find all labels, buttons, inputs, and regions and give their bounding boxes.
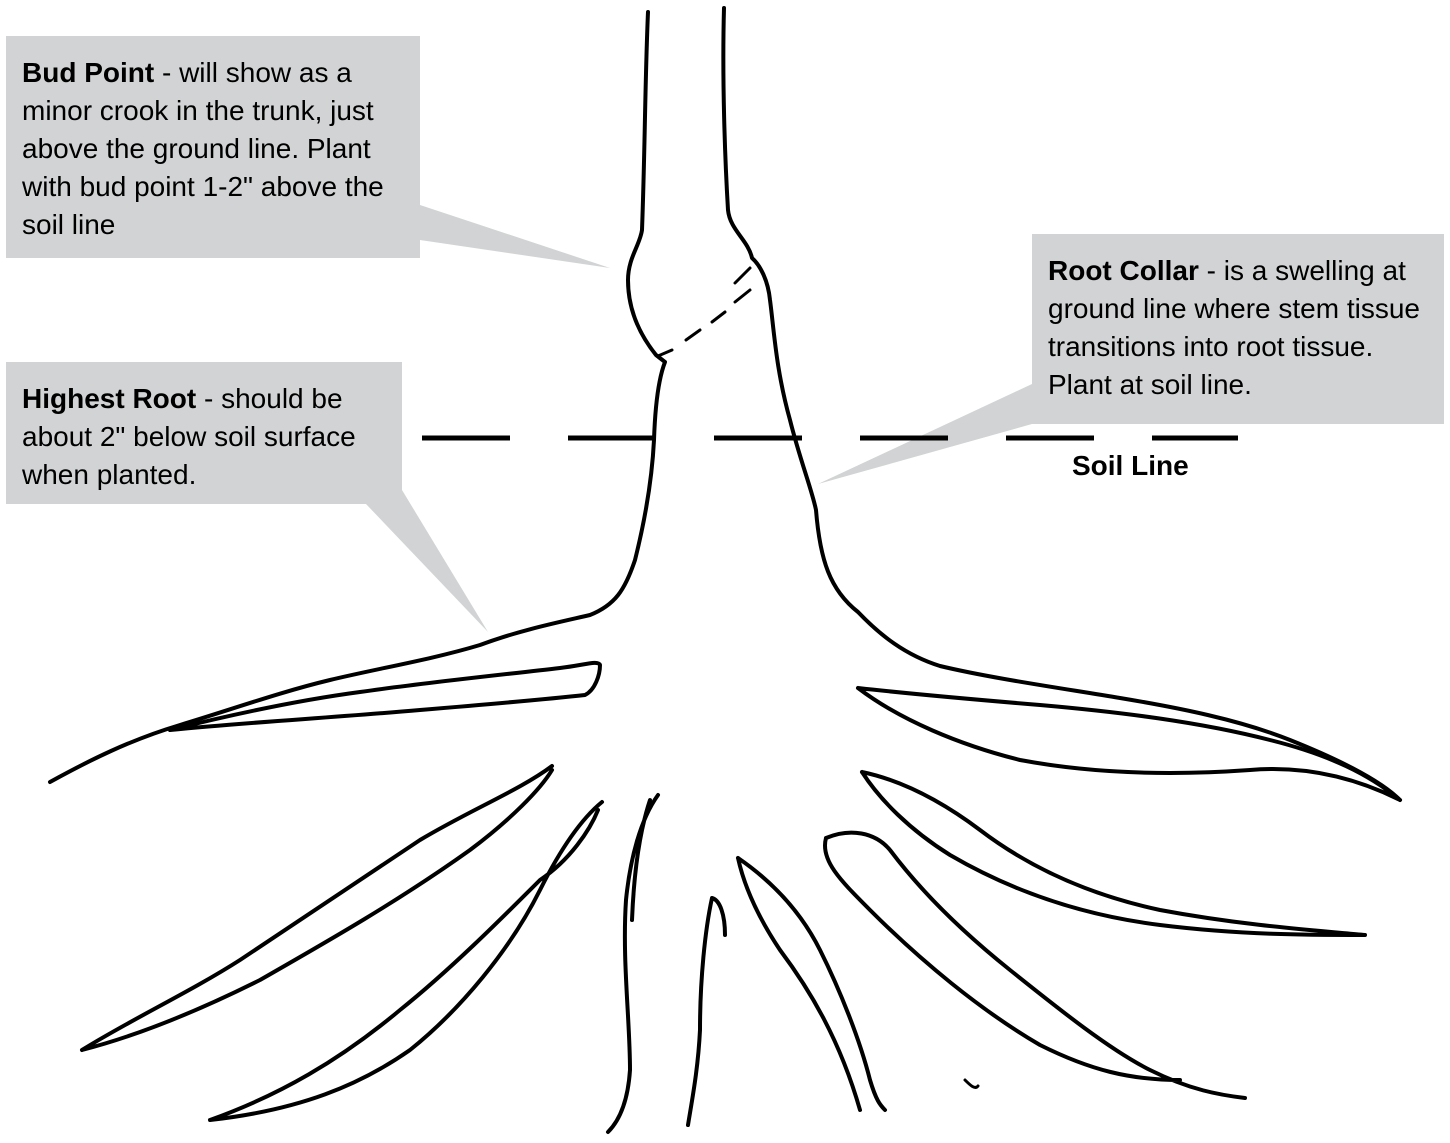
highest-root-pointer	[366, 490, 488, 632]
highest-root-callout: Highest Root - should be about 2" below …	[6, 362, 402, 504]
root-center-left	[608, 795, 658, 1132]
bud-union-line	[658, 268, 750, 356]
root-center-right	[738, 858, 885, 1110]
root-right-upper	[858, 688, 1400, 800]
root-center	[688, 898, 725, 1125]
soil-line-label: Soil Line	[1072, 450, 1189, 482]
root-tip-right	[965, 1080, 978, 1087]
bud-point-callout: Bud Point - will show as a minor crook i…	[6, 36, 420, 258]
root-right-middle	[862, 772, 1365, 935]
root-collar-pointer	[818, 384, 1032, 484]
root-right-lower	[825, 833, 1245, 1098]
bud-point-pointer	[420, 205, 610, 268]
bud-point-title: Bud Point	[22, 57, 154, 88]
root-left-1	[82, 766, 552, 1050]
root-collar-title: Root Collar	[1048, 255, 1199, 286]
highest-root-title: Highest Root	[22, 383, 196, 414]
root-left-upper	[170, 663, 600, 730]
root-collar-callout: Root Collar - is a swelling at ground li…	[1032, 234, 1444, 424]
